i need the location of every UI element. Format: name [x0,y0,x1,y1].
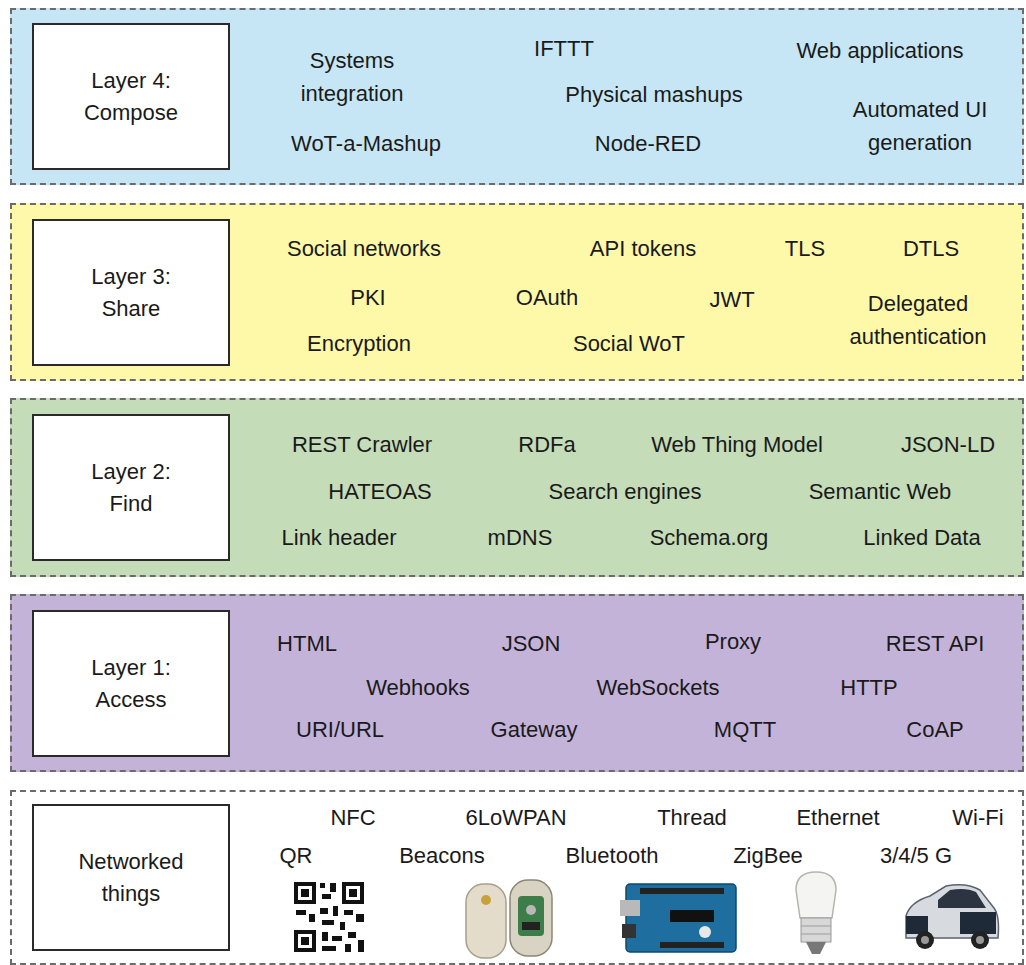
technology-term: Search engines [549,475,702,508]
technology-term: IFTTT [534,32,594,65]
technology-term: Proxy [705,625,761,658]
layer-band: Social networks API tokens TLS DTLS PKI OAuth… [10,203,1024,381]
technology-term: PKI [350,281,385,314]
technology-term: API tokens [590,232,696,265]
car-icon [906,885,999,949]
technology-term: Delegated authentication [843,287,993,353]
beacon-icon [466,880,552,958]
layer-label-box: Layer 2: Find [32,414,230,561]
technology-term: Linked Data [863,521,980,554]
layer-name: Networked things [69,846,194,910]
technology-term: Encryption [307,327,411,360]
technology-term: Automated UI generation [845,93,995,159]
technology-term: mDNS [488,521,553,554]
technology-term: RDFa [518,428,575,461]
layer-name: Layer 3: Share [69,261,194,325]
technology-term: WebSockets [596,671,719,704]
technology-term: OAuth [516,281,578,314]
technology-term: JSON [502,627,561,660]
layer-label-box: Layer 4: Compose [32,23,230,170]
technology-term: 6LoWPAN [465,801,566,834]
technology-term: Systems integration [292,44,412,110]
technology-term: Webhooks [366,671,470,704]
technology-term: NFC [330,801,375,834]
technology-term: CoAP [906,713,963,746]
technology-term: URI/URL [296,713,384,746]
technology-term: 3/4/5 G [880,839,952,872]
technology-term: Semantic Web [809,475,952,508]
technology-term: Gateway [491,713,578,746]
layer-band: REST Crawler RDFa Web Thing Model JSON-LD HA… [10,398,1024,577]
layer-label-box: Networked things [32,804,230,951]
technology-term: Social WoT [573,327,685,360]
layer-band: HTML JSON Proxy REST API Webhooks WebSockets H… [10,594,1024,772]
technology-term: Wi-Fi [952,801,1003,834]
arduino-board-icon [620,884,736,952]
technology-term: QR [280,839,313,872]
technology-term: Social networks [287,232,441,265]
technology-term: Beacons [399,839,485,872]
technology-term: Web Thing Model [651,428,823,461]
technology-term: Web applications [796,34,963,67]
technology-term: HTTP [840,671,897,704]
technology-term: DTLS [903,232,959,265]
technology-term: Link header [282,521,397,554]
technology-term: WoT-a-Mashup [291,127,441,160]
technology-term: Physical mashups [565,78,742,111]
technology-term: ZigBee [733,839,803,872]
technology-term: Node-RED [595,127,701,160]
layer-name: Layer 2: Find [69,456,194,520]
technology-term: Bluetooth [566,839,659,872]
qr-code-icon [292,880,366,954]
technology-term: MQTT [714,713,776,746]
technology-term: Ethernet [796,801,879,834]
technology-term: HTML [277,627,337,660]
layer-band: NFC 6LoWPAN Thread Ethernet Wi-FiQR Beacons Bl… [10,790,1024,965]
technology-term: REST Crawler [292,428,432,461]
layer-name: Layer 1: Access [69,652,194,716]
layer-name: Layer 4: Compose [69,65,194,129]
technology-term: TLS [785,232,825,265]
technology-term: JWT [709,283,754,316]
technology-term: Thread [657,801,727,834]
light-bulb-icon [796,872,836,954]
layer-label-box: Layer 1: Access [32,610,230,757]
layer-band: Systems integration IFTTT Web applications… [10,8,1024,185]
technology-term: Schema.org [650,521,769,554]
technology-term: HATEOAS [328,475,432,508]
technology-term: JSON-LD [901,428,995,461]
technology-term: REST API [886,627,985,660]
layer-label-box: Layer 3: Share [32,219,230,366]
